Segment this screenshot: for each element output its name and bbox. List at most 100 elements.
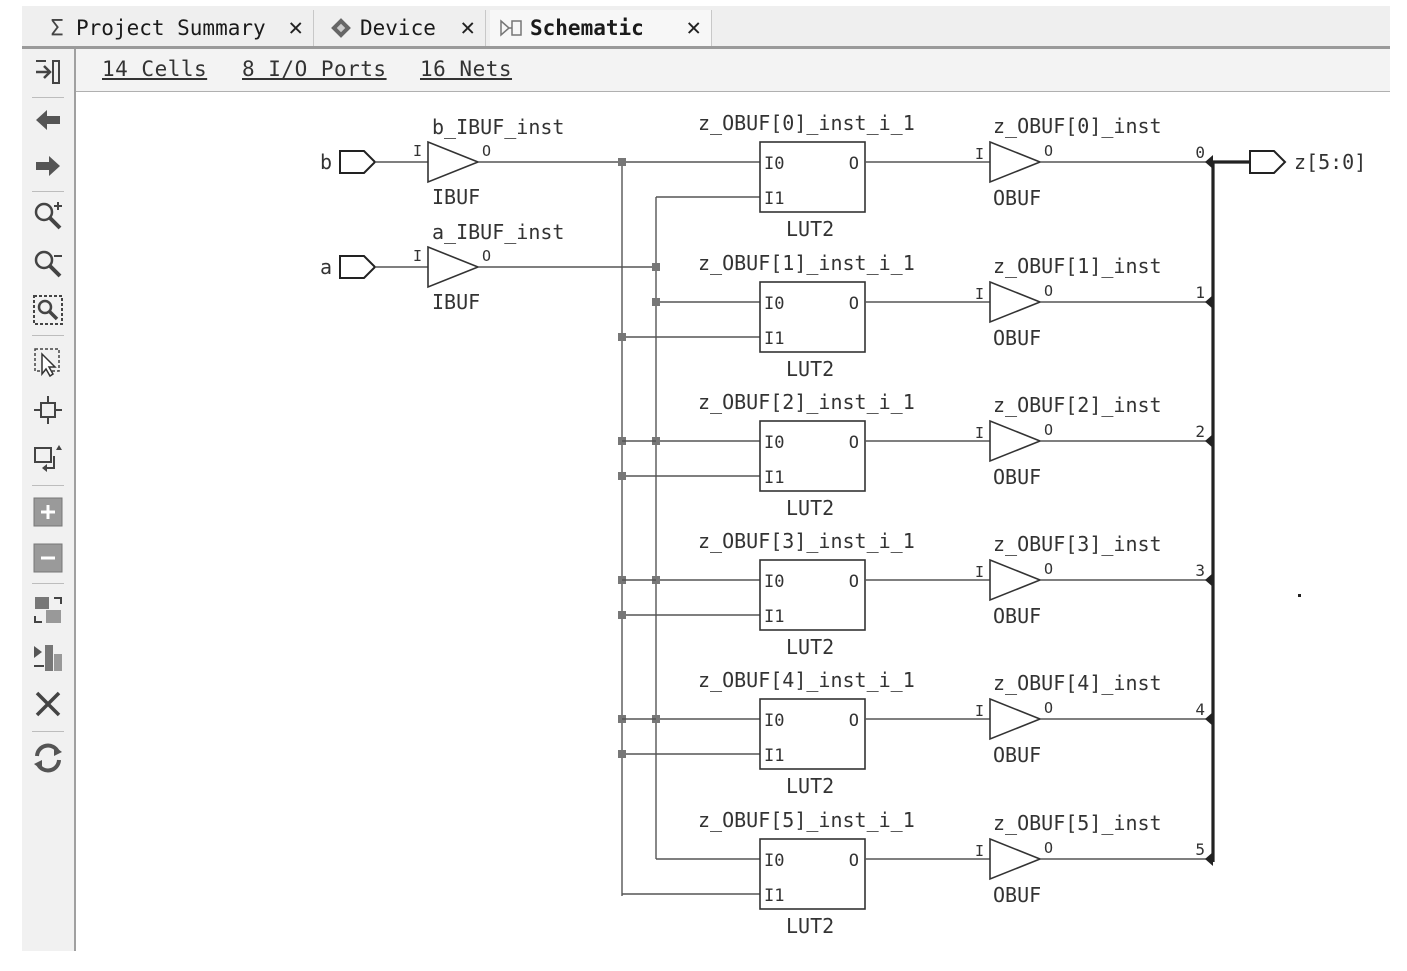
input-port-b[interactable] <box>339 150 377 174</box>
swap-cells-icon[interactable] <box>31 593 65 627</box>
input-port-label: a <box>320 255 332 279</box>
pin-label: I <box>975 842 984 860</box>
cell-type-label: OBUF <box>993 743 1041 767</box>
cell-type-label: LUT2 <box>786 217 834 241</box>
pin-label: O <box>482 142 491 160</box>
output-port-z[interactable] <box>1249 150 1287 174</box>
bus-tap <box>1205 434 1213 448</box>
select-area-icon[interactable] <box>31 345 65 379</box>
cell-type-label: OBUF <box>993 883 1041 907</box>
bus-bit-label: 2 <box>1195 422 1205 441</box>
pin-label: I <box>975 145 984 163</box>
cell-type-label: LUT2 <box>786 635 834 659</box>
tab-schematic[interactable]: Schematic ✕ <box>490 10 712 46</box>
nets-count-link[interactable]: 16 Nets <box>420 57 513 81</box>
lut2-cell[interactable] <box>759 420 866 492</box>
cell-instance-label: z_OBUF[1]_inst <box>993 254 1162 278</box>
cell-type-label: IBUF <box>432 290 480 314</box>
pin-label: I <box>975 424 984 442</box>
bus-bit-label: 4 <box>1195 700 1205 719</box>
tab-label: Device <box>360 16 436 40</box>
input-port-a[interactable] <box>339 255 377 279</box>
pin-label: I <box>413 142 422 160</box>
obuf-cell[interactable] <box>989 697 1043 741</box>
cell-instance-label: z_OBUF[2]_inst_i_1 <box>698 390 915 414</box>
pin-label: O <box>1044 421 1053 439</box>
close-icon[interactable]: ✕ <box>288 13 303 41</box>
expand-all-icon[interactable] <box>31 495 65 529</box>
cell-type-label: OBUF <box>993 326 1041 350</box>
cell-type-label: IBUF <box>432 185 480 209</box>
obuf-cell[interactable] <box>989 837 1043 881</box>
lut2-cell[interactable] <box>759 141 866 213</box>
cell-instance-label: z_OBUF[3]_inst_i_1 <box>698 529 915 553</box>
cell-instance-label: z_OBUF[0]_inst <box>993 114 1162 138</box>
pin-label: O <box>849 154 859 174</box>
lut2-cell[interactable] <box>759 559 866 631</box>
pin-label: O <box>1044 560 1053 578</box>
net-junction <box>618 472 626 480</box>
pin-label: I <box>975 702 984 720</box>
remove-icon[interactable] <box>31 687 65 721</box>
tab-device[interactable]: Device ✕ <box>320 10 486 46</box>
collapse-all-icon[interactable] <box>31 541 65 575</box>
close-icon[interactable]: ✕ <box>460 13 475 41</box>
input-port-label: b <box>320 150 332 174</box>
zoom-out-icon[interactable] <box>31 247 65 281</box>
cell-instance-label: z_OBUF[0]_inst_i_1 <box>698 111 915 135</box>
zoom-in-icon[interactable] <box>31 199 65 233</box>
lut2-cell[interactable] <box>759 281 866 353</box>
cell-instance-label: z_OBUF[4]_inst <box>993 671 1162 695</box>
pin-label: I0 <box>764 433 784 453</box>
net-junction <box>618 750 626 758</box>
pin-label: I <box>975 285 984 303</box>
bus-tap <box>1205 295 1213 309</box>
bus-tap <box>1205 155 1213 169</box>
collapse-panel-icon[interactable] <box>31 55 65 89</box>
back-arrow-icon[interactable] <box>31 103 65 137</box>
pin-label: I0 <box>764 851 784 871</box>
pin-label: I1 <box>764 468 784 488</box>
cell-instance-label: b_IBUF_inst <box>432 115 564 139</box>
io-ports-count-link[interactable]: 8 I/O Ports <box>242 57 387 81</box>
bus-tap <box>1205 712 1213 726</box>
lut2-cell[interactable] <box>759 838 866 910</box>
obuf-cell[interactable] <box>989 140 1043 184</box>
zoom-fit-icon[interactable] <box>31 293 65 327</box>
pin-label: O <box>849 711 859 731</box>
cell-instance-label: z_OBUF[1]_inst_i_1 <box>698 251 915 275</box>
bus-bit-label: 0 <box>1195 143 1205 162</box>
ibuf-a[interactable] <box>427 245 481 289</box>
cell-instance-label: a_IBUF_inst <box>432 220 564 244</box>
lut2-cell[interactable] <box>759 698 866 770</box>
net-junction <box>618 333 626 341</box>
cell-instance-label: z_OBUF[5]_inst <box>993 811 1162 835</box>
obuf-cell[interactable] <box>989 419 1043 463</box>
add-cells-icon[interactable] <box>31 641 65 675</box>
schematic-icon <box>498 16 524 40</box>
obuf-cell[interactable] <box>989 558 1043 602</box>
pin-label: O <box>849 294 859 314</box>
ibuf-b[interactable] <box>427 140 481 184</box>
tab-label: Project Summary <box>76 16 266 40</box>
cell-type-label: LUT2 <box>786 357 834 381</box>
pin-label: I1 <box>764 329 784 349</box>
cell-instance-label: z_OBUF[4]_inst_i_1 <box>698 668 915 692</box>
pin-label: O <box>1044 282 1053 300</box>
pin-label: O <box>849 851 859 871</box>
bus-tap <box>1205 573 1213 587</box>
forward-arrow-icon[interactable] <box>31 149 65 183</box>
pin-label: O <box>1044 699 1053 717</box>
pin-label: I0 <box>764 711 784 731</box>
refresh-icon[interactable] <box>31 741 65 775</box>
regenerate-icon[interactable] <box>31 441 65 475</box>
obuf-cell[interactable] <box>989 280 1043 324</box>
sigma-icon: Σ <box>50 15 64 41</box>
cells-count-link[interactable]: 14 Cells <box>102 57 208 81</box>
close-icon[interactable]: ✕ <box>686 13 701 41</box>
tab-project-summary[interactable]: Σ Project Summary ✕ <box>36 10 314 46</box>
route-icon[interactable] <box>31 393 65 427</box>
pin-label: O <box>849 572 859 592</box>
